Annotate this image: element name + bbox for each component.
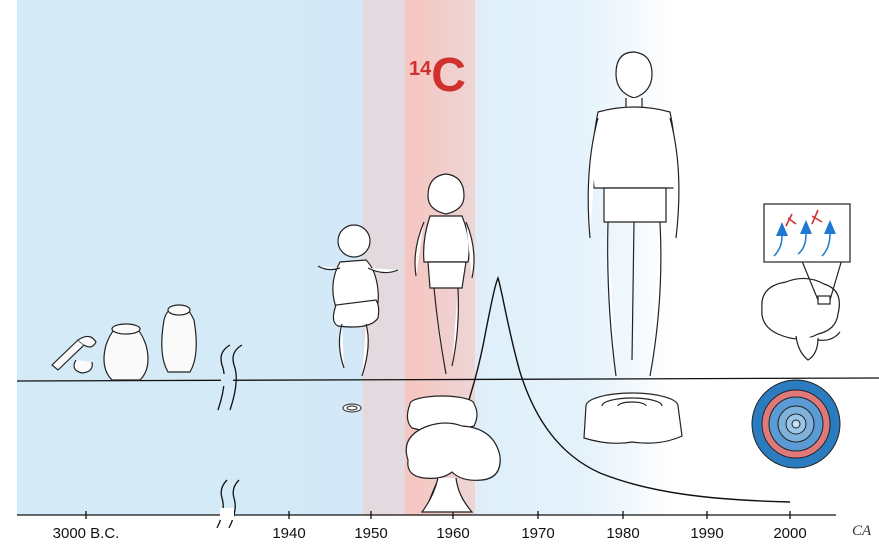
c14-title-element: C xyxy=(431,49,466,102)
neurons-inset-icon xyxy=(764,204,850,262)
tick-label: 1980 xyxy=(606,525,639,542)
tick-label: 1950 xyxy=(354,525,387,542)
tree-rings-icon xyxy=(752,380,840,468)
c14-title: 14C xyxy=(409,52,466,100)
tick-label: 1990 xyxy=(690,525,723,542)
tick-label: 1940 xyxy=(272,525,305,542)
sapling-stump-icon xyxy=(343,404,361,412)
illustrator-credit: CA xyxy=(852,523,871,540)
tick-label: 1960 xyxy=(436,525,469,542)
tree-stump-icon xyxy=(584,393,682,443)
tick-label: 1970 xyxy=(521,525,554,542)
tick-label: 3000 B.C. xyxy=(53,525,120,542)
pre-bomb-band xyxy=(17,0,405,515)
tick-label: 2000 xyxy=(773,525,806,542)
c14-title-superscript: 14 xyxy=(409,58,431,80)
